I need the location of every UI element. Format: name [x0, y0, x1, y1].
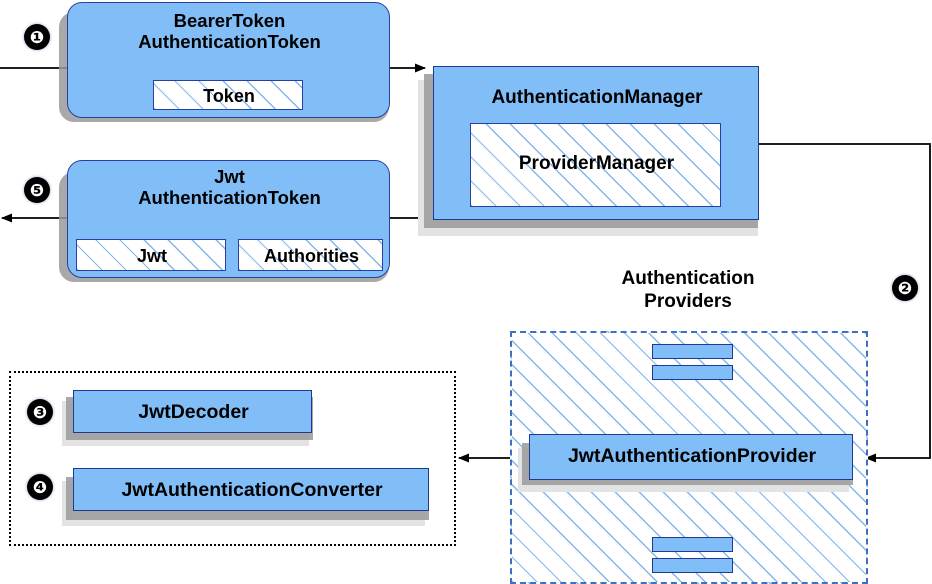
badge-step-1: ❶: [24, 24, 50, 50]
node-jwt-authentication-converter[interactable]: JwtAuthenticationConverter: [73, 468, 429, 511]
badge-step-5: ❺: [24, 177, 50, 203]
token-label: Token: [203, 86, 255, 106]
authentication-manager-inner-provider-manager: ProviderManager: [470, 123, 721, 207]
provider-manager-label: ProviderManager: [518, 153, 675, 174]
jwt-authentication-converter-label: JwtAuthenticationConverter: [121, 479, 383, 501]
authorities-label: Authorities: [263, 246, 359, 266]
jwt-token-inner-jwt: Jwt: [76, 239, 226, 271]
jwt-token-label: Jwt AuthenticationToken: [138, 166, 321, 208]
node-jwt-decoder[interactable]: JwtDecoder: [73, 390, 312, 433]
bearer-token-label: BearerToken AuthenticationToken: [138, 10, 321, 52]
provider-bar-top-1: [652, 344, 733, 359]
edge-authmanager-to-provider: [759, 143, 931, 463]
authentication-providers-title: Authentication Providers: [621, 268, 755, 312]
node-jwt-authentication-token[interactable]: Jwt AuthenticationToken Jwt Authorities: [67, 160, 390, 278]
jwt-token-inner-authorities: Authorities: [238, 239, 383, 271]
node-jwt-authentication-provider[interactable]: JwtAuthenticationProvider: [529, 434, 853, 480]
jwt-label: Jwt: [136, 246, 167, 266]
authentication-manager-label: AuthenticationManager: [491, 87, 703, 108]
badge-step-4: ❹: [27, 474, 53, 500]
provider-bar-bottom-2: [652, 558, 733, 573]
jwt-authentication-provider-label: JwtAuthenticationProvider: [567, 445, 817, 467]
badge-step-3: ❸: [27, 399, 53, 425]
badge-step-2: ❷: [892, 275, 918, 301]
node-authentication-manager[interactable]: AuthenticationManager ProviderManager: [433, 66, 759, 220]
provider-bar-bottom-1: [652, 537, 733, 552]
node-bearer-token-authentication-token[interactable]: BearerToken AuthenticationToken Token: [67, 2, 390, 118]
provider-bar-top-2: [652, 365, 733, 380]
bearer-token-inner-token: Token: [153, 80, 303, 110]
jwt-decoder-label: JwtDecoder: [138, 401, 249, 423]
